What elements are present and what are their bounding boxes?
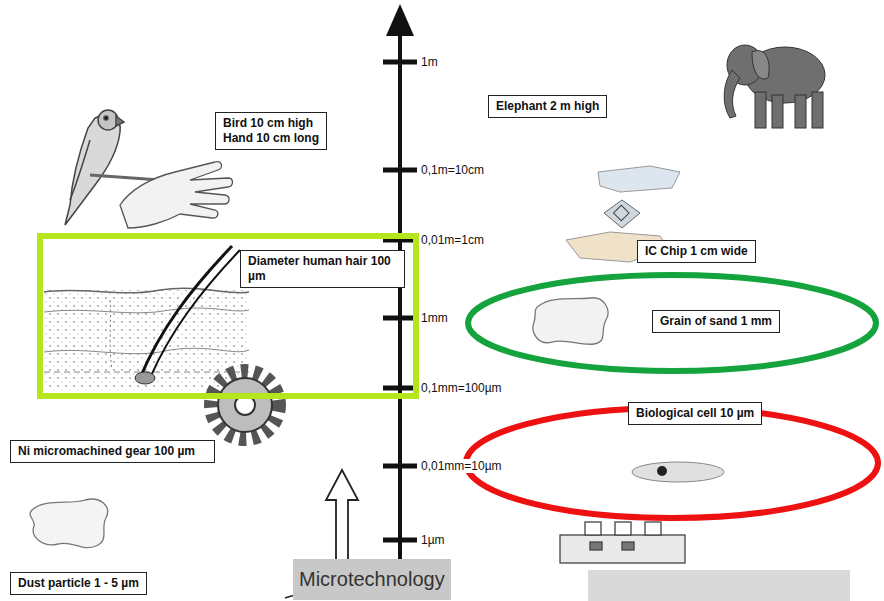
microtechnology-box: Microtechnology — [293, 559, 451, 600]
dust-box: Dust particle 1 - 5 µm — [10, 572, 147, 595]
scale-label: 1mm — [419, 311, 450, 325]
cell-figure — [632, 462, 724, 482]
scale-label: 1m — [419, 55, 440, 69]
scale-label: 0,01mm=10µm — [419, 459, 504, 473]
scale-axis — [383, 4, 417, 595]
scale-label: 0,01m=1cm — [419, 233, 486, 247]
scale-label: 1µm — [419, 533, 447, 547]
box-text: Grain of sand 1 mm — [660, 314, 772, 329]
grey-panel — [588, 570, 850, 601]
box-text: Biological cell 10 µm — [636, 406, 754, 421]
elephant-box: Elephant 2 m high — [488, 95, 607, 118]
micro-device-figure — [560, 522, 685, 563]
box-text: Elephant 2 m high — [496, 99, 599, 114]
gear-figure — [211, 371, 279, 439]
highlight-rectangle — [40, 236, 416, 396]
skin-hair-figure — [44, 246, 249, 390]
box-text: Diameter human hair 100 µm — [248, 254, 397, 284]
sand-box: Grain of sand 1 mm — [652, 310, 780, 333]
box-text: Microtechnology — [299, 567, 445, 592]
box-text: Hand 10 cm long — [223, 131, 319, 146]
gear-box: Ni micromachined gear 100 µm — [10, 440, 215, 463]
box-text: Dust particle 1 - 5 µm — [18, 576, 139, 591]
scale-label: 0,1m=10cm — [419, 163, 486, 177]
dust-particle-figure — [30, 499, 108, 548]
box-text: Bird 10 cm high — [223, 116, 319, 131]
cell-box: Biological cell 10 µm — [628, 402, 762, 425]
sand-grain-figure — [533, 298, 608, 345]
box-text: IC Chip 1 cm wide — [645, 244, 748, 259]
hand-figure — [120, 162, 233, 228]
elephant-figure — [724, 45, 825, 128]
box-text: Ni micromachined gear 100 µm — [18, 444, 207, 459]
highlight-ellipse-green — [468, 275, 876, 371]
bird-hand-box: Bird 10 cm highHand 10 cm long — [215, 112, 327, 150]
ic-chip-box: IC Chip 1 cm wide — [637, 240, 756, 263]
hair-box: Diameter human hair 100 µm — [240, 250, 405, 288]
scale-label: 0,1mm=100µm — [419, 381, 504, 395]
